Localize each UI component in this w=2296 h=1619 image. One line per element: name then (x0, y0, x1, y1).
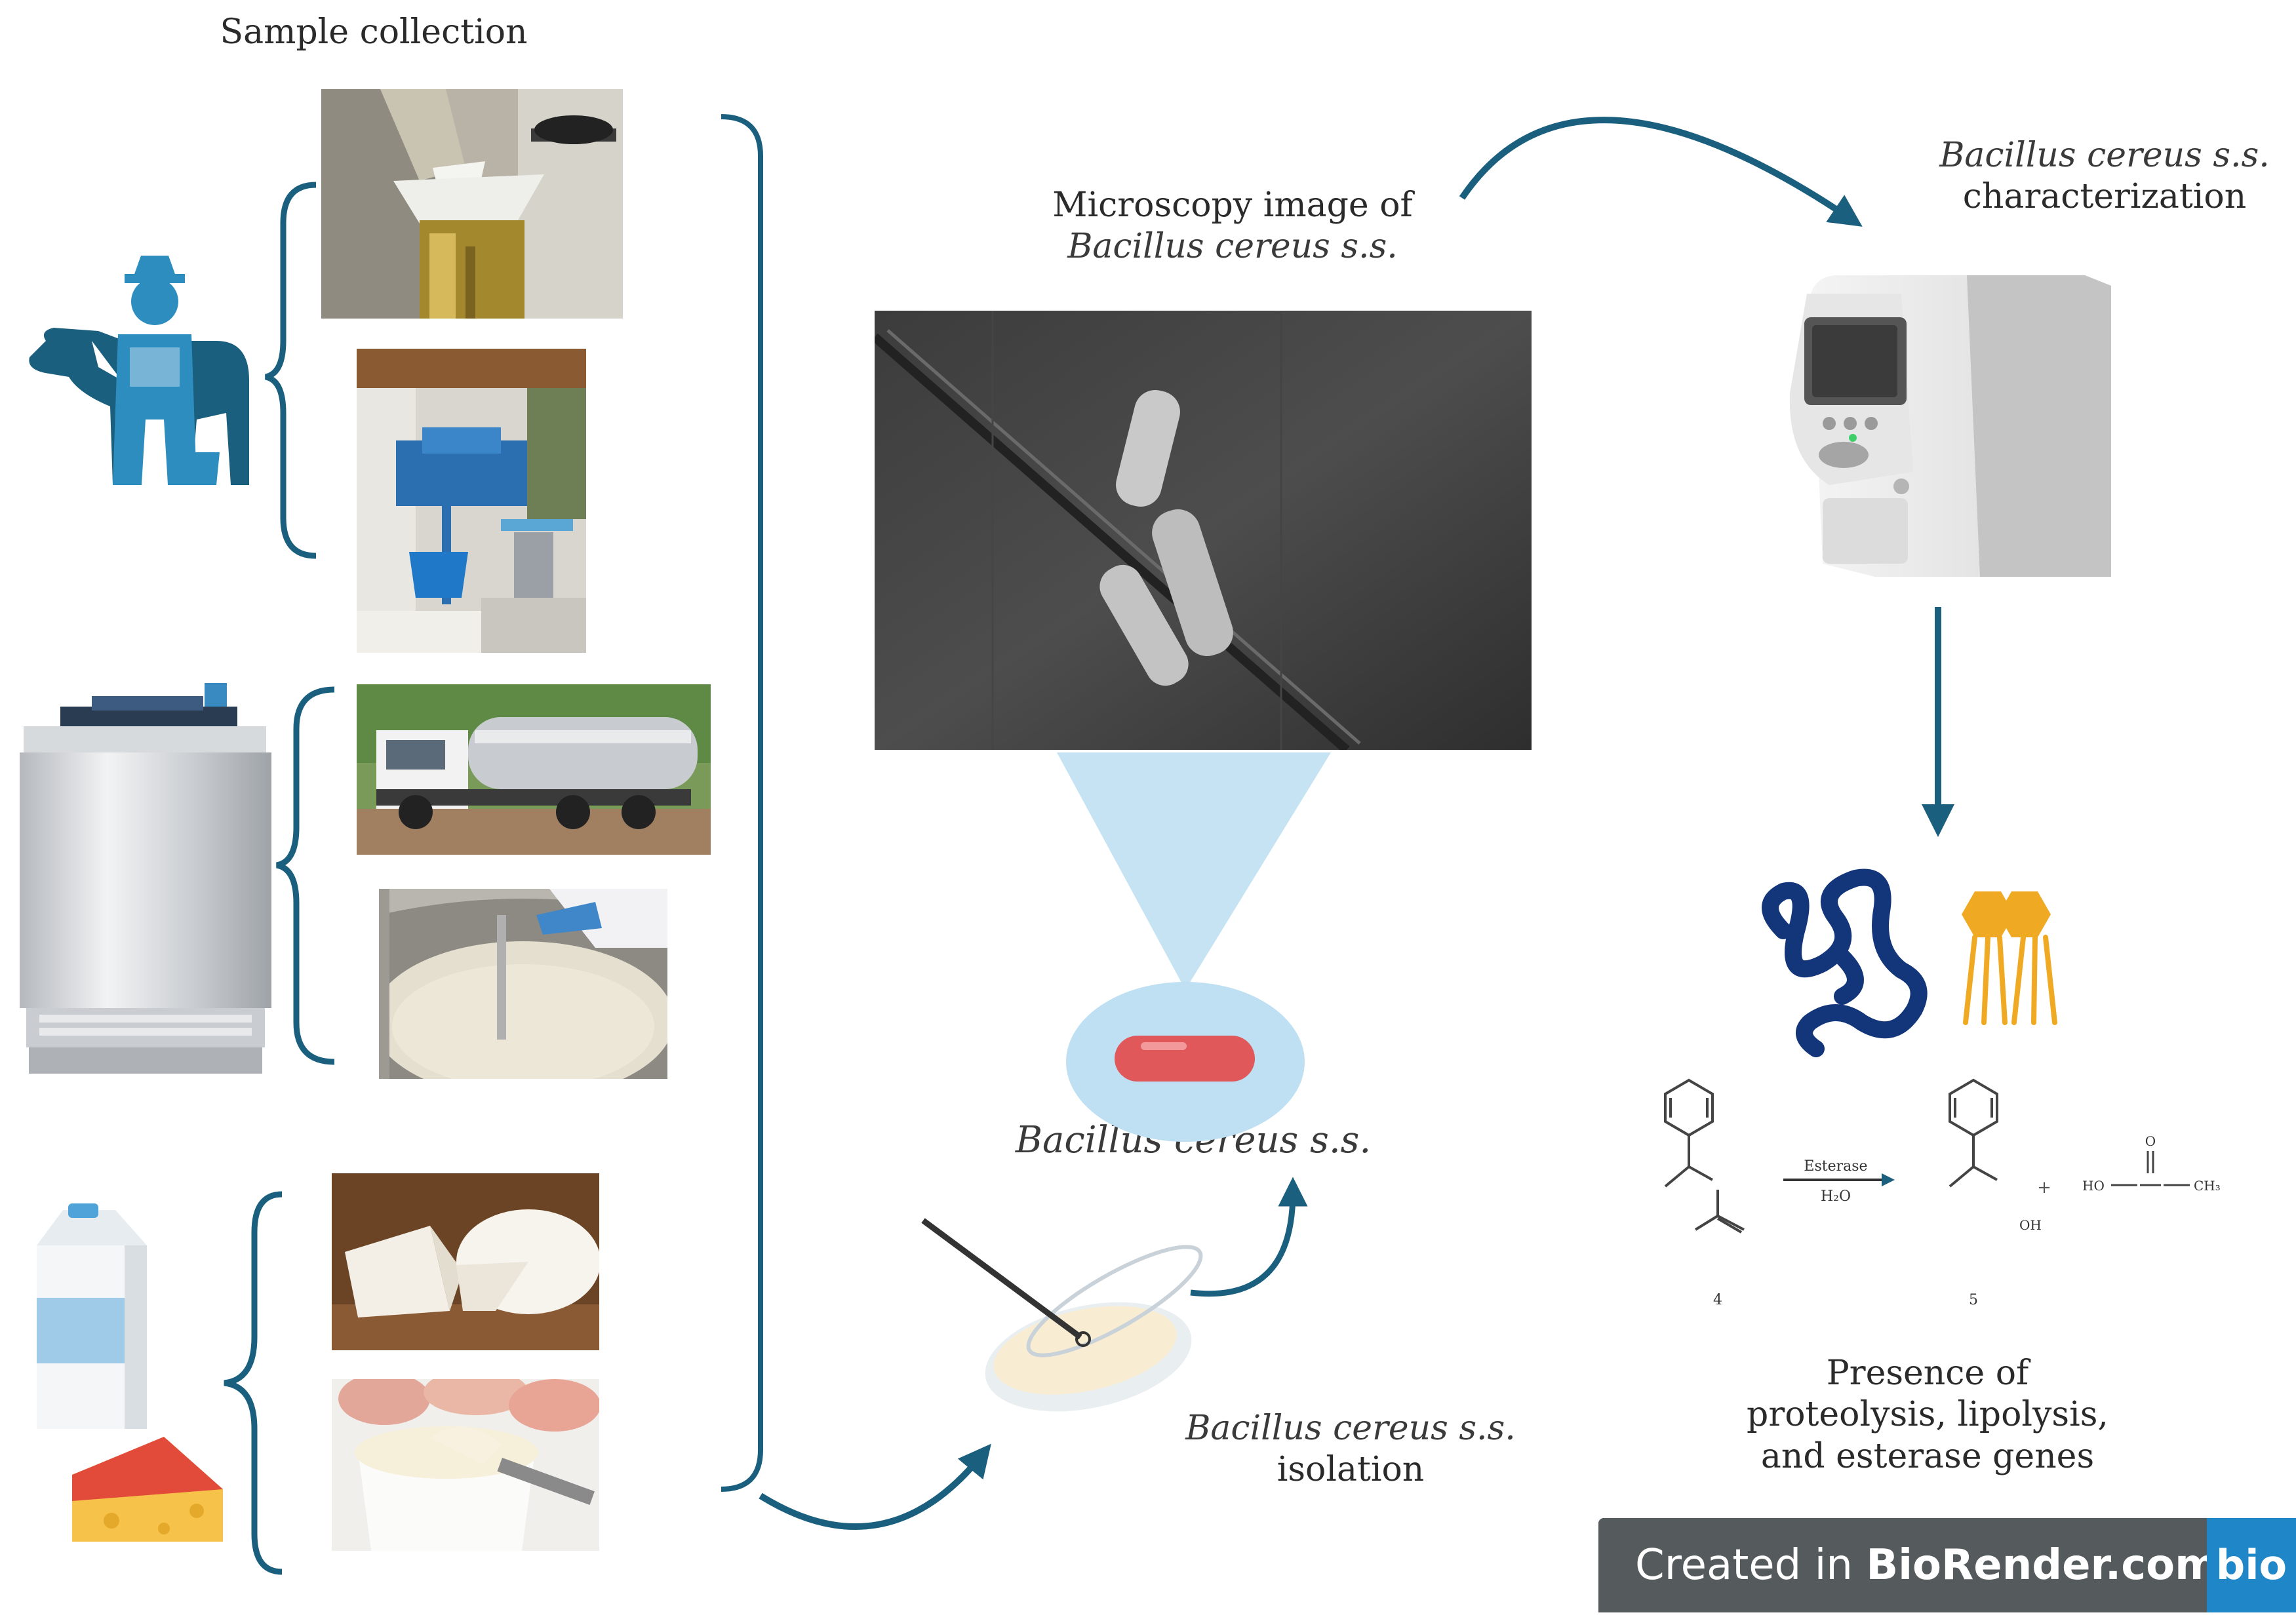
curly-bracket-middle (275, 686, 335, 1065)
arrow-to-characterization (1459, 117, 1863, 227)
characterization-title-line1: Bacillus cereus s.s. (1939, 136, 2270, 175)
steel-tank-icon (20, 683, 271, 1074)
acid-ch3-label: CH₃ (2194, 1178, 2221, 1194)
analyzer-device-icon (1789, 275, 2111, 577)
petri-dish-icon (921, 1218, 1203, 1412)
acid-ho-label: HO (2082, 1178, 2105, 1194)
photo-milk-tank-sampling (379, 889, 667, 1079)
phospholipid-icon (1962, 891, 2057, 1025)
watermark-text: Created in BioRender.com (1635, 1518, 2219, 1612)
product-oh-label: OH (2019, 1217, 2042, 1233)
reaction-arrow-bottom-label: H₂O (1821, 1188, 1851, 1205)
watermark-brand: BioRender.com (1866, 1541, 2219, 1590)
arrow-to-bacterium (1190, 1177, 1308, 1297)
microscopy-image (875, 311, 1532, 750)
photo-milking-machine (357, 349, 586, 653)
reactant-number: 4 (1713, 1292, 1722, 1308)
reaction-arrow-top-label: Esterase (1804, 1158, 1867, 1175)
microscopy-title-line1: Microscopy image of (1052, 185, 1413, 225)
microscope-projection-cone (1057, 752, 1331, 990)
isolation-title-line1: Bacillus cereus s.s. (1185, 1409, 1516, 1448)
characterization-title-line2: characterization (1962, 177, 2247, 217)
product-structure (1949, 1078, 1998, 1188)
reactant-structure (1664, 1078, 1745, 1234)
photo-milk-pouring (321, 89, 623, 319)
curly-bracket-top (264, 182, 317, 559)
presence-title: Presence of proteolysis, lipolysis, and … (1705, 1353, 2150, 1477)
isolation-title-line2: isolation (1277, 1450, 1425, 1490)
presence-title-line3: and esterase genes (1760, 1436, 2095, 1476)
photo-milk-truck (357, 684, 711, 855)
milk-carton-icon (37, 1203, 147, 1429)
arrow-to-petri (759, 1443, 991, 1530)
photo-cream-cheese (332, 1379, 599, 1551)
square-bracket (721, 114, 763, 1492)
curly-bracket-bottom (224, 1191, 283, 1575)
microscopy-title: Microscopy image of Bacillus cereus s.s. (997, 185, 1469, 268)
protein-icon (1762, 868, 1928, 1057)
characterization-title: Bacillus cereus s.s. characterization (1914, 135, 2295, 218)
presence-title-line1: Presence of (1826, 1354, 2029, 1393)
biorender-watermark[interactable]: Created in BioRender.com bio (1598, 1518, 2296, 1612)
acid-o-label: O (2145, 1133, 2156, 1149)
presence-title-line2: proteolysis, lipolysis, (1747, 1395, 2108, 1435)
reaction-plus: + (2037, 1178, 2051, 1198)
cow-farmer-icon (29, 256, 249, 485)
bacterium-icon (1115, 1036, 1255, 1082)
photo-fresh-cheese (332, 1173, 599, 1350)
cheese-wedge-icon (72, 1437, 223, 1542)
microscopy-title-line2: Bacillus cereus s.s. (1067, 227, 1398, 267)
isolation-title: Bacillus cereus s.s. isolation (1154, 1408, 1547, 1491)
biorender-logo: bio (2207, 1518, 2296, 1612)
acid-structure (2111, 1151, 2190, 1186)
sample-collection-title: Sample collection (220, 12, 528, 52)
watermark-prefix: Created in (1635, 1541, 1867, 1590)
product-number: 5 (1969, 1292, 1978, 1308)
